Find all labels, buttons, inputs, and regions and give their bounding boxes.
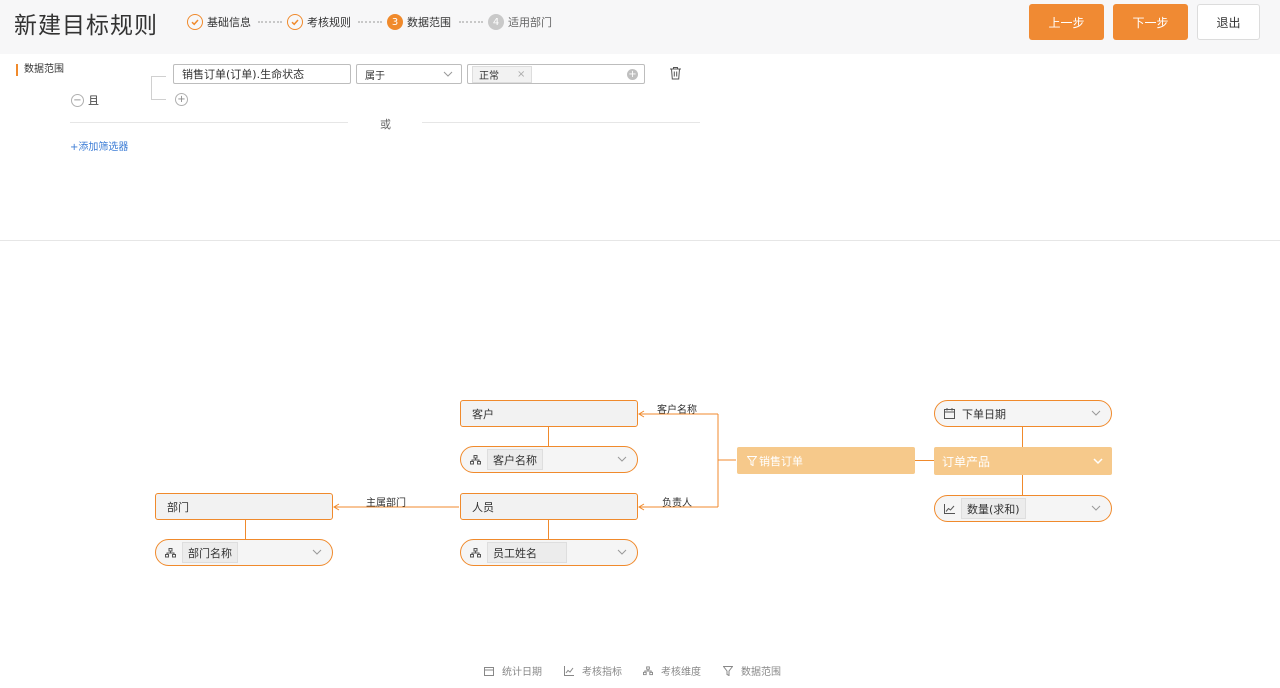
or-divider-left	[70, 122, 348, 123]
legend-stat-date: 统计日期	[484, 663, 542, 678]
or-divider-right	[422, 122, 700, 123]
step-number: 4	[488, 14, 504, 30]
next-button[interactable]: 下一步	[1113, 4, 1188, 40]
page-title: 新建目标规则	[14, 13, 158, 39]
line-chart-icon	[944, 503, 955, 514]
connector	[1022, 474, 1023, 495]
relation-lines	[333, 410, 736, 511]
node-customer[interactable]: 客户	[460, 400, 638, 427]
filter-icon	[723, 665, 733, 676]
main-node-label: 销售订单	[759, 454, 803, 468]
value-tag: 正常 ×	[472, 65, 533, 83]
dimension-icon	[643, 665, 653, 675]
node-department[interactable]: 部门	[155, 493, 333, 520]
field-tag: 员工姓名	[487, 542, 567, 563]
connector	[548, 427, 549, 447]
add-value-icon[interactable]: +	[627, 68, 638, 80]
connector	[914, 460, 934, 461]
value-tag-label: 正常	[479, 70, 499, 82]
legend-label: 考核维度	[661, 667, 701, 678]
connector	[1022, 427, 1023, 447]
operator-value: 属于	[365, 70, 385, 82]
chevron-down-icon	[1091, 505, 1101, 511]
step-basic-info[interactable]: 基础信息	[187, 12, 251, 32]
chevron-down-icon	[1091, 410, 1101, 416]
pill-customer-name[interactable]: 客户名称	[460, 446, 638, 473]
chevron-down-icon	[617, 456, 627, 462]
remove-condition-icon[interactable]: −	[71, 94, 84, 107]
pill-dept-name[interactable]: 部门名称	[155, 539, 333, 566]
tag-close-icon[interactable]: ×	[517, 68, 526, 80]
step-label: 适用部门	[508, 16, 552, 29]
step-divider	[459, 21, 483, 23]
step-divider	[258, 21, 282, 23]
prev-button[interactable]: 上一步	[1029, 4, 1104, 40]
connector	[245, 520, 246, 540]
field-tag: 部门名称	[182, 542, 238, 563]
pill-label: 下单日期	[962, 407, 1006, 421]
legend-label: 数据范围	[741, 667, 781, 678]
section-label: 数据范围	[16, 64, 64, 76]
legend-metric: 考核指标	[564, 663, 622, 678]
filter-icon	[747, 455, 757, 466]
add-condition-icon[interactable]: +	[175, 93, 188, 106]
add-filter-link[interactable]: +添加筛选器	[70, 142, 129, 153]
connector	[548, 520, 549, 540]
exit-button[interactable]: 退出	[1197, 4, 1260, 40]
edge-label-customer: 客户名称	[657, 405, 697, 416]
dimension-icon	[470, 547, 481, 557]
chevron-down-icon	[443, 71, 453, 77]
step-data-scope[interactable]: 3 数据范围	[387, 12, 451, 32]
legend-label: 统计日期	[502, 667, 542, 678]
node-person[interactable]: 人员	[460, 493, 638, 520]
step-assessment-rules[interactable]: 考核规则	[287, 12, 351, 32]
measure-tag: 数量(求和)	[961, 498, 1026, 519]
check-icon	[187, 14, 203, 30]
line-chart-icon	[564, 665, 574, 676]
chevron-down-icon	[1093, 458, 1103, 465]
step-number: 3	[387, 14, 403, 30]
pill-order-date[interactable]: 下单日期	[934, 400, 1112, 427]
pill-quantity[interactable]: 数量(求和)	[934, 495, 1112, 522]
dimension-icon	[470, 454, 481, 464]
node-sales-order[interactable]: 销售订单	[737, 447, 915, 474]
logic-operator[interactable]: 且	[88, 94, 99, 107]
step-label: 考核规则	[307, 16, 351, 29]
field-select[interactable]: 销售订单(订单).生命状态	[173, 64, 351, 84]
edge-label-owner: 负责人	[662, 498, 692, 509]
legend-label: 考核指标	[582, 667, 622, 678]
field-tag: 客户名称	[487, 449, 543, 470]
legend-dimension: 考核维度	[643, 663, 701, 678]
node-order-product[interactable]: 订单产品	[934, 447, 1112, 475]
value-select[interactable]: 正常 × +	[467, 64, 645, 84]
calendar-icon	[944, 408, 955, 419]
trash-icon[interactable]	[669, 66, 682, 80]
dimension-icon	[165, 547, 176, 557]
step-applicable-dept[interactable]: 4 适用部门	[488, 12, 552, 32]
step-label: 基础信息	[207, 16, 251, 29]
check-icon	[287, 14, 303, 30]
chevron-down-icon	[312, 549, 322, 555]
calendar-icon	[484, 666, 494, 676]
edge-label-dept: 主属部门	[366, 498, 406, 509]
or-label: 或	[380, 118, 391, 131]
chevron-down-icon	[617, 549, 627, 555]
pill-employee-name[interactable]: 员工姓名	[460, 539, 638, 566]
section-divider	[0, 240, 1280, 241]
legend-data-scope: 数据范围	[723, 663, 781, 678]
logic-bracket	[151, 76, 166, 100]
product-label: 订单产品	[942, 454, 991, 469]
step-label: 数据范围	[407, 16, 451, 29]
operator-select[interactable]: 属于	[356, 64, 462, 84]
step-divider	[358, 21, 382, 23]
